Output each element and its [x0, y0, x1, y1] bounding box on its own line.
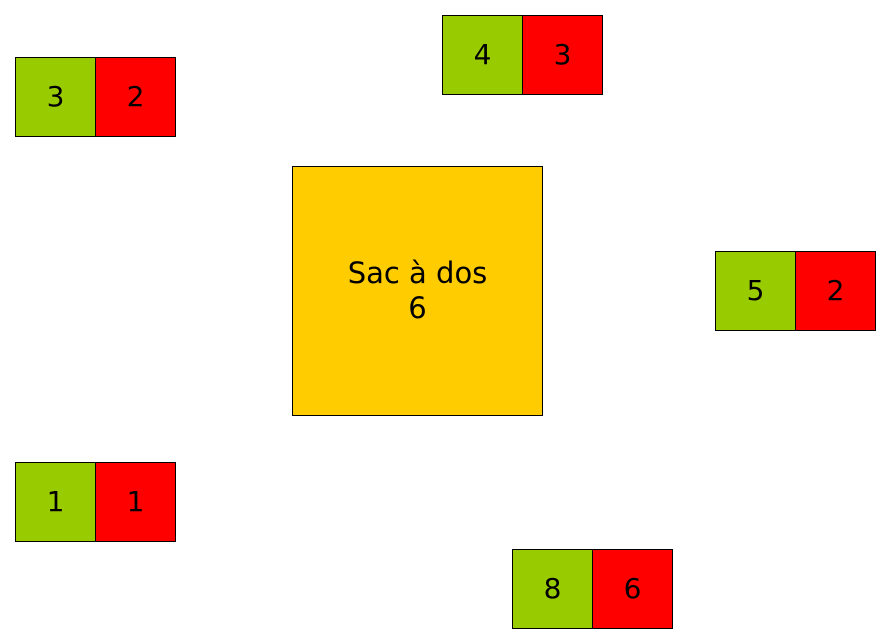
- item-4-value: 1: [15, 462, 96, 542]
- item-2-value: 4: [442, 15, 523, 95]
- knapsack-box: Sac à dos 6: [292, 166, 543, 416]
- knapsack-label: Sac à dos: [347, 256, 488, 291]
- item-5-weight: 6: [592, 549, 673, 629]
- item-2: 4 3: [442, 15, 603, 95]
- item-3: 5 2: [715, 251, 876, 331]
- item-1-weight: 2: [95, 57, 176, 137]
- item-2-weight: 3: [522, 15, 603, 95]
- item-1: 3 2: [15, 57, 176, 137]
- item-4-weight: 1: [95, 462, 176, 542]
- item-5: 8 6: [512, 549, 673, 629]
- item-4: 1 1: [15, 462, 176, 542]
- item-1-value: 3: [15, 57, 96, 137]
- knapsack-capacity: 6: [408, 291, 427, 325]
- item-3-value: 5: [715, 251, 796, 331]
- item-3-weight: 2: [795, 251, 876, 331]
- item-5-value: 8: [512, 549, 593, 629]
